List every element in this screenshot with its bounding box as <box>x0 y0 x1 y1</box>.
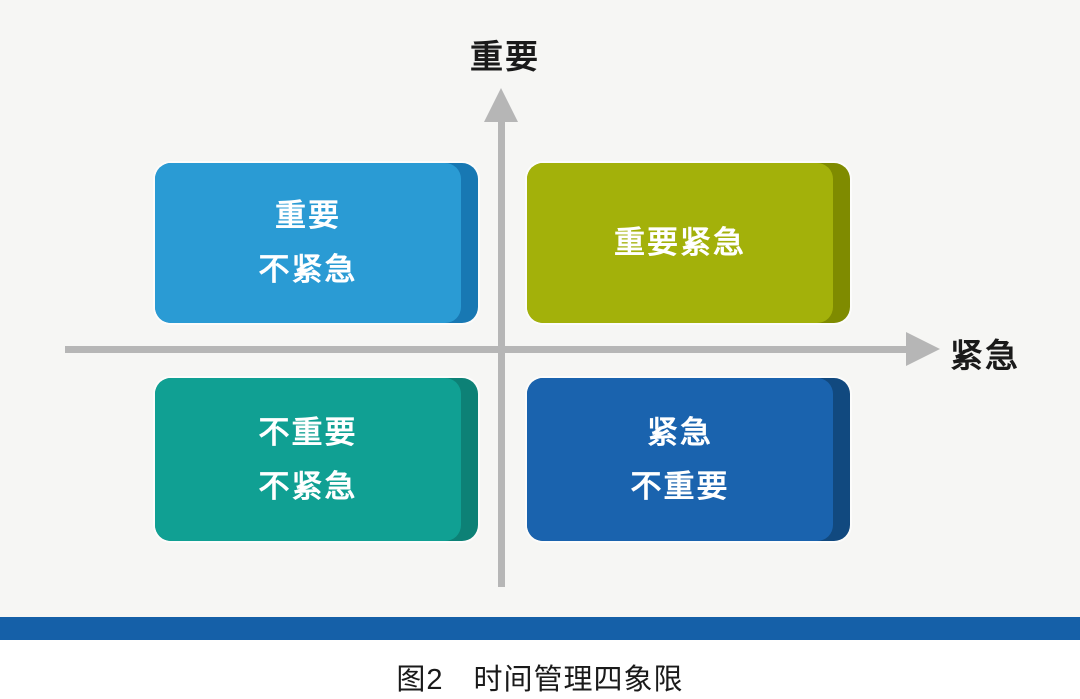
y-axis-label: 重要 <box>470 38 540 75</box>
quadrant-important-urgent: 重要紧急 <box>527 163 850 323</box>
bottom-divider-bar <box>0 617 1080 640</box>
quadrant-label-line: 重要 <box>275 198 341 233</box>
quadrant-label-line: 不紧急 <box>258 468 358 504</box>
quadrant-label-line: 重要紧急 <box>614 225 746 260</box>
quadrant-face: 重要紧急 <box>527 163 833 323</box>
quadrant-face: 重要 不紧急 <box>155 163 461 323</box>
x-axis-label: 紧急 <box>950 337 1020 374</box>
quadrant-label-line: 不紧急 <box>258 252 358 287</box>
quadrant-face: 不重要 不紧急 <box>155 378 461 541</box>
quadrant-important-not-urgent: 重要 不紧急 <box>155 163 478 323</box>
quadrant-label-line: 不重要 <box>630 468 730 504</box>
quadrant-face: 紧急 不重要 <box>527 378 833 541</box>
quadrant-not-important-not-urgent: 不重要 不紧急 <box>155 378 478 541</box>
quadrant-label-line: 不重要 <box>258 414 358 450</box>
x-axis-arrow-right-icon <box>906 332 940 366</box>
y-axis-arrow-up-icon <box>484 88 518 122</box>
x-axis-line <box>65 346 912 353</box>
figure-caption: 图2 时间管理四象限 <box>396 664 684 696</box>
quadrant-urgent-not-important: 紧急 不重要 <box>527 378 850 541</box>
quadrant-label-line: 紧急 <box>647 414 713 450</box>
